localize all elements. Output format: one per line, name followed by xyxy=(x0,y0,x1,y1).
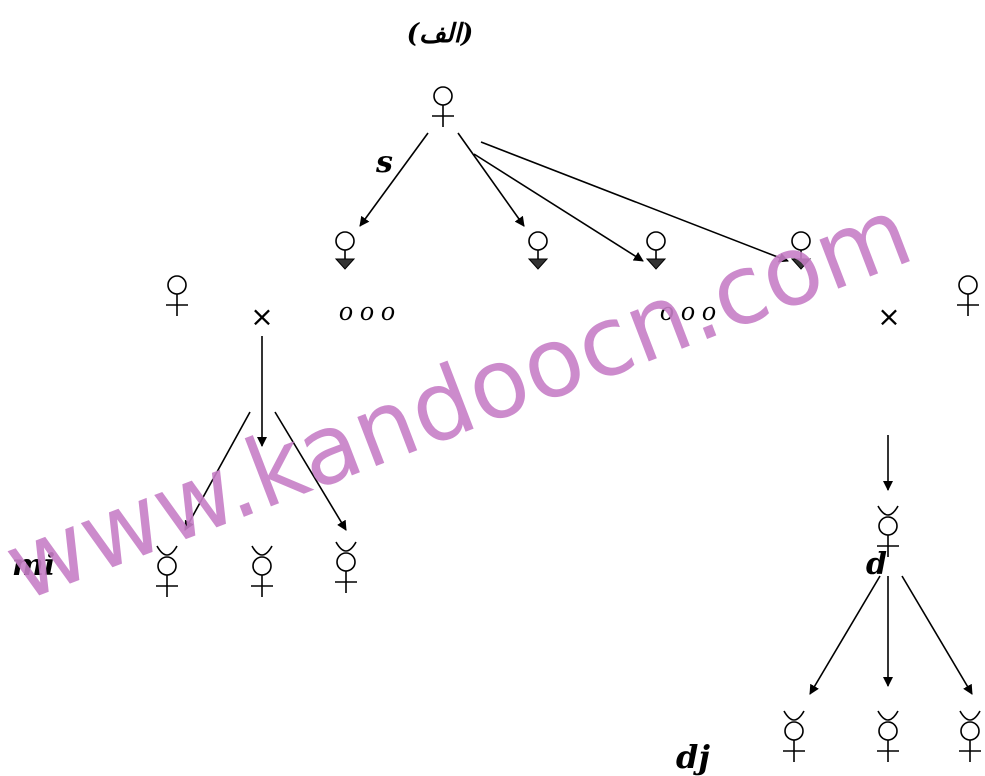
label-mi: mi xyxy=(12,548,55,583)
arrow-d-offspring-3 xyxy=(901,575,973,695)
queen-female-icon xyxy=(431,86,455,128)
label-d: d xyxy=(866,547,887,582)
drone-icon-1 xyxy=(335,231,355,270)
diagram-title: (الف) xyxy=(407,19,474,49)
ellipsis-left: o o o xyxy=(339,296,395,327)
arrow-queen-to-drone-3 xyxy=(473,153,644,262)
right-cross-female-icon xyxy=(956,275,980,317)
right-cross-symbol: × xyxy=(877,300,900,333)
watermark-text: www.kandoocn.com xyxy=(0,175,926,623)
arrow-left-offspring-1 xyxy=(184,411,251,531)
ellipsis-right: o o o xyxy=(660,296,716,327)
offspring-left-3-icon xyxy=(334,541,358,594)
arrow-left-offspring-3 xyxy=(274,411,347,531)
label-s: s xyxy=(375,145,393,180)
label-dj: dj xyxy=(676,738,710,776)
offspring-dj-1-icon xyxy=(782,710,806,763)
left-cross-symbol: × xyxy=(250,300,273,333)
left-cross-female-icon xyxy=(165,275,189,317)
offspring-dj-3-icon xyxy=(958,710,982,763)
arrow-queen-to-drone-2 xyxy=(457,132,525,227)
offspring-dj-2-icon xyxy=(876,710,900,763)
arrow-d-offspring-1 xyxy=(809,575,881,695)
offspring-left-2-icon xyxy=(250,545,274,598)
arrow-queen-to-drone-4 xyxy=(480,141,789,263)
drone-icon-2 xyxy=(528,231,548,270)
arrow-queen-to-drone-1 xyxy=(359,132,429,227)
